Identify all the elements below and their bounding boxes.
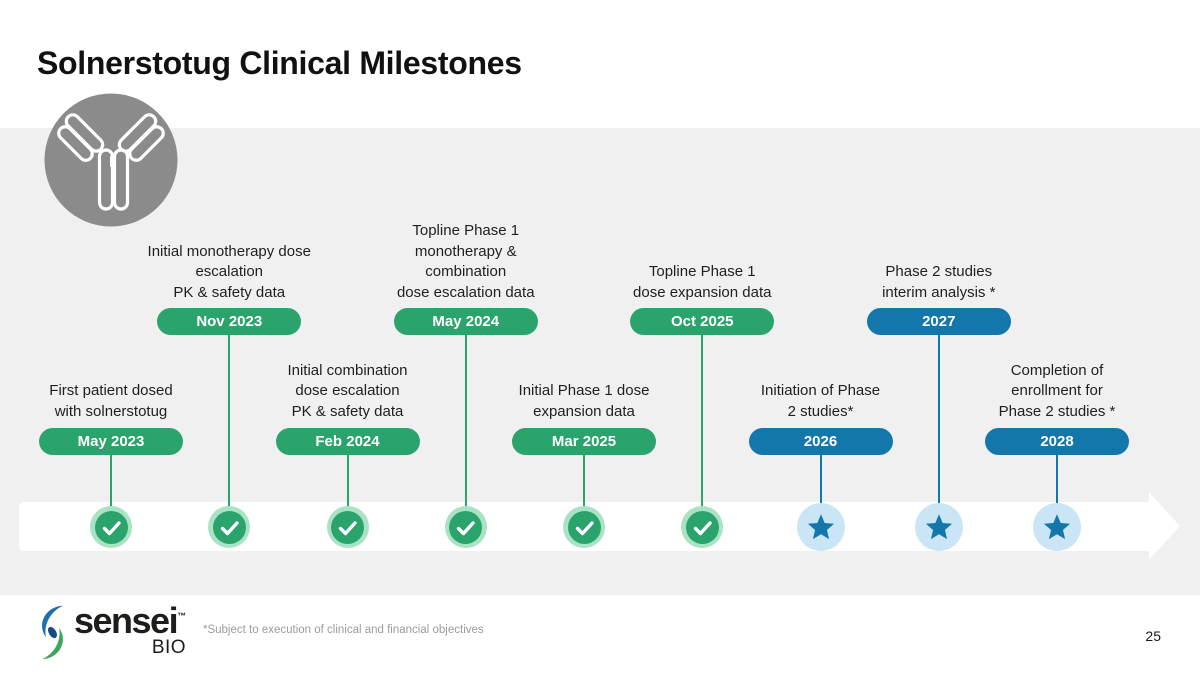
milestone-date-pill: 2027 xyxy=(866,308,1011,335)
antibody-icon xyxy=(44,93,178,227)
connector-line xyxy=(937,335,940,527)
check-icon xyxy=(94,510,128,544)
connector-line xyxy=(701,335,704,527)
milestone-date: 2028 xyxy=(1040,433,1074,450)
milestone-label: Initial monotherapy dose escalation PK &… xyxy=(147,242,311,301)
milestone-marker xyxy=(1033,503,1081,551)
milestone-marker xyxy=(326,506,369,548)
milestone-marker xyxy=(914,503,963,551)
star-icon xyxy=(925,514,952,540)
milestone-label: Topline Phase 1 monotherapy & combinatio… xyxy=(396,222,535,301)
milestone-marker xyxy=(563,506,605,548)
logo-name: sensei xyxy=(74,600,179,641)
logo-trademark: ™ xyxy=(177,611,187,621)
milestone-marker xyxy=(444,506,487,548)
check-icon xyxy=(331,510,364,544)
check-icon xyxy=(449,510,483,544)
connector-line xyxy=(583,455,585,527)
milestone-marker xyxy=(90,506,132,548)
milestone-date-pill: May 2023 xyxy=(39,428,183,455)
milestone-label: Initial Phase 1 dose expansion data xyxy=(518,382,650,420)
milestone-label: Initiation of Phase 2 studies* xyxy=(760,382,881,420)
company-logo: sensei™ BIO xyxy=(37,603,187,661)
milestone-label: Initial combination dose escalation PK &… xyxy=(287,361,408,420)
star-icon xyxy=(807,514,834,540)
milestone-label: Topline Phase 1 dose expansion data xyxy=(633,263,772,301)
logo-sub: BIO xyxy=(151,637,187,658)
timeline-arrow-right xyxy=(1149,492,1180,560)
milestone-date-pill: 2026 xyxy=(748,428,893,455)
connector-line xyxy=(228,335,231,527)
check-icon xyxy=(567,510,601,544)
milestone-date-pill: May 2024 xyxy=(393,308,538,335)
milestone-date-pill: Nov 2023 xyxy=(157,308,302,335)
footnote: *Subject to execution of clinical and fi… xyxy=(203,624,484,636)
milestone-date-pill: Oct 2025 xyxy=(630,308,775,335)
milestone-date: 2027 xyxy=(922,313,956,330)
connector-line xyxy=(819,455,822,527)
milestone-date-pill: 2028 xyxy=(985,428,1129,455)
milestone-date: May 2024 xyxy=(432,313,500,330)
check-icon xyxy=(685,510,719,544)
milestone-marker xyxy=(681,506,724,548)
check-icon xyxy=(212,510,246,544)
milestone-date-pill: Mar 2025 xyxy=(512,428,656,455)
milestone-date: Nov 2023 xyxy=(196,313,263,330)
milestone-date: May 2023 xyxy=(77,433,145,450)
milestone-label: Phase 2 studies interim analysis * xyxy=(882,263,996,301)
milestone-date: Oct 2025 xyxy=(670,313,734,330)
sensei-logo-mark xyxy=(42,605,63,660)
milestone-date: 2026 xyxy=(803,433,838,450)
milestone-marker xyxy=(796,503,845,551)
connector-line xyxy=(1056,455,1058,527)
sensei-wordmark: sensei™ BIO xyxy=(74,603,187,658)
connector-line xyxy=(346,455,349,527)
milestone-label: First patient dosed with solnerstotug xyxy=(49,382,173,420)
connector-line xyxy=(464,335,467,527)
milestone-marker xyxy=(208,506,251,548)
antibody-badge xyxy=(44,93,178,227)
star-icon xyxy=(1043,514,1071,540)
connector-line xyxy=(110,455,112,527)
page-number: 25 xyxy=(1145,628,1161,644)
milestone-label: Completion of enrollment for Phase 2 stu… xyxy=(998,361,1116,420)
page-title: Solnerstotug Clinical Milestones xyxy=(37,45,522,82)
milestone-date: Feb 2024 xyxy=(315,433,380,450)
milestone-date: Mar 2025 xyxy=(551,433,617,450)
milestone-date-pill: Feb 2024 xyxy=(275,428,420,455)
